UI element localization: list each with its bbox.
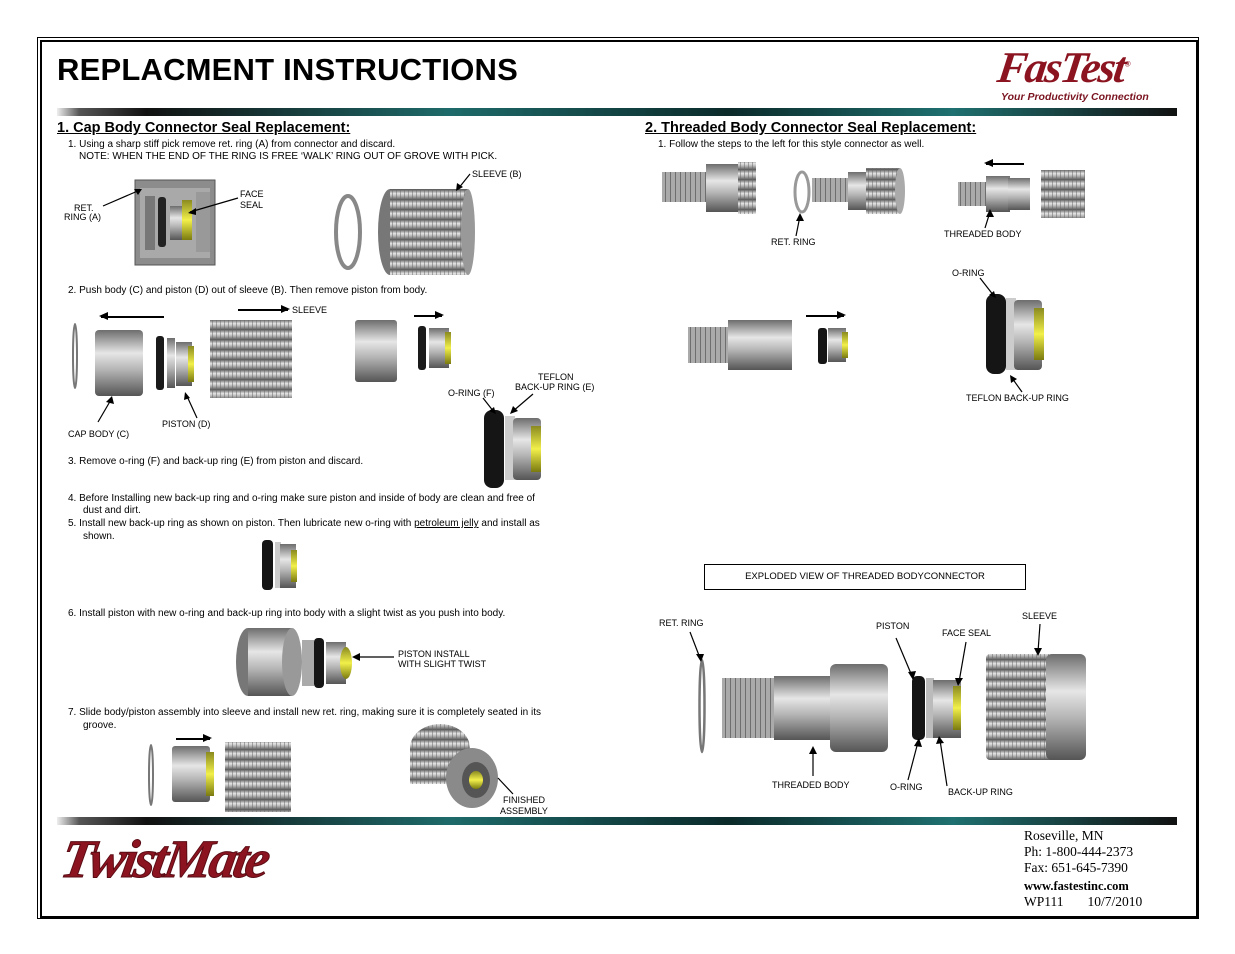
label-face-seal-2: SEAL — [240, 200, 264, 210]
ex-label-oring: O-RING — [890, 782, 923, 792]
ex-label-threaded-body: THREADED BODY — [772, 780, 850, 790]
section1-step1: 1. Using a sharp stiff pick remove ret. … — [68, 139, 396, 150]
label-finished-2: ASSEMBLY — [500, 806, 548, 816]
section1-step5-cont: shown. — [83, 531, 115, 542]
arrow-right-piston — [414, 312, 444, 318]
body-small-shape — [355, 320, 397, 382]
ret-ring-a-shape — [72, 323, 78, 389]
label-ret-ring-a-2: RING (A) — [64, 212, 101, 222]
section1-step1-note: NOTE: WHEN THE END OF THE RING IS FREE ‘… — [79, 151, 498, 162]
label-cap-body-c: CAP BODY (C) — [68, 429, 130, 439]
ex-label-backup-ring: BACK-UP RING — [948, 787, 1013, 797]
step5-underlined: petroleum jelly — [414, 518, 479, 529]
sleeve-b-shape — [378, 189, 475, 275]
section1-step2: 2. Push body (C) and piston (D) out of s… — [68, 285, 428, 296]
section1-step4-cont: dust and dirt. — [83, 505, 141, 516]
ret-ring-shape — [334, 194, 362, 270]
ret-ring-2-shape — [793, 170, 811, 214]
label-face-seal-1: FACE — [240, 189, 264, 199]
ret-ring-new-shape — [148, 744, 154, 806]
contact-web-link[interactable]: www.fastestinc.com — [1024, 879, 1129, 893]
finished-assembly-shape — [410, 724, 498, 808]
body-piston-assembly-shape — [172, 746, 214, 802]
sleeve-2-shape — [1041, 170, 1085, 218]
doc-date: 10/7/2010 — [1087, 894, 1143, 909]
twistmate-logo: TwistMate — [56, 829, 273, 890]
contact-fax: Fax: 651-645-7390 — [1024, 860, 1128, 875]
section1-step4: 4. Before Installing new back-up ring an… — [68, 493, 535, 504]
step5-text-b: and install as — [478, 518, 540, 529]
label-teflon-1: TEFLON — [538, 372, 574, 382]
exploded-view-caption: EXPLODED VIEW OF THREADED BODYCONNECTOR — [704, 564, 1026, 590]
piston-2-shape — [818, 328, 848, 364]
header-divider-bar — [57, 108, 1177, 116]
ex-label-piston: PISTON — [876, 621, 910, 631]
ex-label-ret-ring: RET. RING — [659, 618, 704, 628]
piston-d-shape — [156, 336, 194, 390]
section1-step7: 7. Slide body/piston assembly into sleev… — [68, 707, 542, 718]
threaded-body-shape — [958, 176, 1030, 212]
piston-detail-shape — [484, 410, 541, 488]
arrow-left-threaded-body — [984, 160, 1024, 166]
piston-small-shape — [418, 326, 451, 370]
contact-block: Roseville, MN Ph: 1-800-444-2373 Fax: 65… — [1024, 828, 1142, 910]
label-oring: O-RING — [952, 268, 985, 278]
page-border-inner — [40, 40, 1198, 918]
section2-heading: 2. Threaded Body Connector Seal Replacem… — [645, 120, 977, 136]
section1-step7-cont: groove. — [83, 720, 117, 731]
arrow-right-sleeve — [238, 306, 290, 312]
label-oring-f: O-RING (F) — [448, 388, 495, 398]
label-teflon-backup: TEFLON BACK-UP RING — [966, 393, 1069, 403]
threaded-connector-assembled-shape — [662, 162, 756, 214]
ex-threaded-body-shape — [722, 664, 888, 752]
doc-id: WP111 — [1024, 894, 1064, 909]
cap-body-c-shape — [95, 330, 143, 396]
label-piston-install-1: PISTON INSTALL — [398, 649, 470, 659]
step5-text-a: 5. Install new back-up ring as shown on … — [68, 518, 415, 529]
contact-phone: Ph: 1-800-444-2373 — [1024, 844, 1134, 859]
section1-step3: 3. Remove o-ring (F) and back-up ring (E… — [68, 456, 364, 467]
arrow-right-piston-2 — [806, 312, 846, 318]
piston-new-seals-shape — [262, 540, 297, 590]
ex-label-face-seal: FACE SEAL — [942, 628, 992, 638]
ex-label-sleeve: SLEEVE — [1022, 611, 1058, 621]
threaded-body-large-shape — [688, 320, 792, 370]
page-border-outer — [37, 37, 1199, 919]
cross-section-figure — [134, 179, 216, 266]
label-teflon-2: BACK-UP RING (E) — [515, 382, 595, 392]
contact-city: Roseville, MN — [1024, 828, 1104, 843]
sleeve-shape — [210, 320, 292, 398]
threaded-connector-open-shape — [812, 168, 905, 214]
sleeve-final-shape — [225, 742, 291, 812]
section1-step6: 6. Install piston with new o-ring and ba… — [68, 608, 506, 619]
label-sleeve-b: SLEEVE (B) — [472, 169, 522, 179]
label-ret-ring-a-1: RET. — [74, 203, 94, 213]
label-threaded-body: THREADED BODY — [944, 229, 1022, 239]
arrow-left-cap-body — [99, 313, 164, 319]
tagline: Your Productivity Connection — [1001, 91, 1149, 103]
piston-seal-detail-shape — [986, 294, 1044, 374]
ex-sleeve-shape — [986, 654, 1086, 760]
page-title: REPLACMENT INSTRUCTIONS — [57, 52, 518, 87]
label-piston-install-2: WITH SLIGHT TWIST — [398, 659, 487, 669]
footer-divider-bar — [57, 817, 1177, 825]
arrow-right-assembly — [176, 735, 212, 741]
ex-piston-shape — [912, 676, 961, 740]
label-piston-d: PISTON (D) — [162, 419, 211, 429]
piston-install-shape — [236, 628, 352, 696]
label-ret-ring: RET. RING — [771, 237, 816, 247]
section1-step5: 5. Install new back-up ring as shown on … — [68, 518, 540, 530]
label-sleeve: SLEEVE — [292, 305, 328, 315]
label-finished-1: FINISHED — [503, 795, 546, 805]
ex-ret-ring-shape — [698, 658, 706, 754]
section1-heading: 1. Cap Body Connector Seal Replacement: — [57, 120, 351, 136]
section2-step1: 1. Follow the steps to the left for this… — [658, 139, 925, 150]
